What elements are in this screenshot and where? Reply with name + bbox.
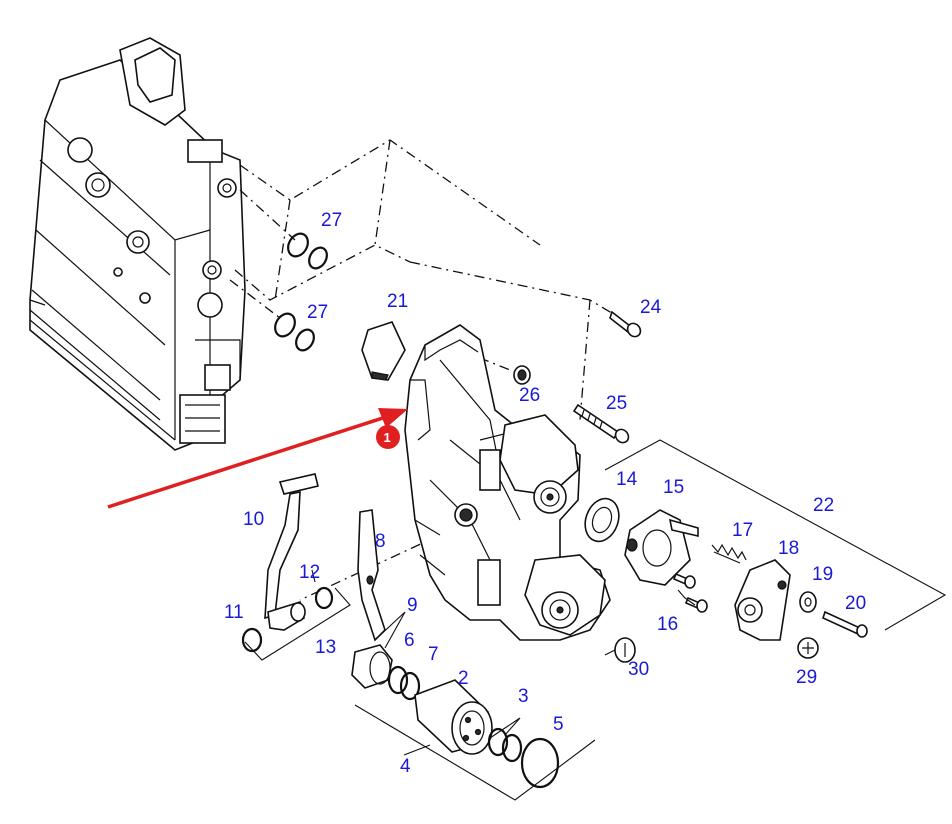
part-8-bracket [357, 509, 386, 642]
o-rings-27-upper [287, 232, 328, 270]
callout-19: 19 [812, 564, 833, 585]
red-pointer-arrow-shaft [107, 413, 393, 509]
highlight-pointer: 1 [107, 408, 408, 509]
part-20-bolt [822, 610, 868, 638]
callout-7: 7 [428, 644, 439, 665]
part-5-ring [520, 737, 560, 789]
callout-4: 4 [400, 756, 411, 777]
part-9-sleeve [351, 644, 393, 689]
part-18-lever [734, 559, 791, 641]
part-11-ring [241, 627, 263, 653]
callout-6: 6 [404, 630, 415, 651]
screw-25 [572, 403, 630, 444]
callout-29: 29 [796, 667, 817, 688]
part-15-cover [624, 509, 699, 586]
part-10-lever [264, 473, 319, 631]
callout-21: 21 [387, 291, 408, 312]
part-21-pad [361, 321, 406, 381]
callout-24: 24 [640, 297, 662, 318]
callout-2: 2 [458, 668, 469, 689]
part-29-screw-head [797, 637, 819, 659]
callout-14: 14 [616, 469, 638, 490]
callout-15: 15 [663, 477, 684, 498]
part-6-7-rings [387, 665, 421, 701]
callout-11: 11 [224, 602, 244, 623]
callout-20: 20 [845, 593, 866, 614]
callout-5: 5 [553, 714, 564, 735]
callout-30: 30 [628, 659, 649, 680]
main-housing [404, 324, 611, 641]
callout-8: 8 [375, 531, 386, 552]
callout-26: 26 [519, 385, 540, 406]
callout-labels: 2 3 4 5 6 7 8 9 10 11 12 13 14 15 16 17 … [224, 210, 866, 777]
callout-10: 10 [243, 509, 264, 530]
callout-17: 17 [732, 520, 753, 541]
part-2-piston [414, 679, 493, 755]
part-3-rings [487, 727, 523, 763]
screw-24 [609, 310, 642, 338]
o-rings-27-lower [274, 312, 315, 352]
callout-16: 16 [657, 614, 678, 635]
callout-3: 3 [518, 686, 529, 707]
part-26-seal [513, 365, 531, 385]
callout-22: 22 [813, 495, 834, 516]
part-16-screws [672, 572, 708, 613]
callout-27-lower: 27 [307, 302, 328, 323]
callout-12: 12 [299, 562, 320, 583]
part-19-washer [799, 591, 817, 613]
callout-9: 9 [407, 595, 418, 616]
valve-block [29, 37, 246, 451]
part-14-seal [584, 497, 620, 543]
badge-icon [376, 425, 400, 449]
callout-13: 13 [315, 637, 336, 658]
badge-label: 1 [384, 430, 391, 445]
part-17-spring [711, 543, 747, 564]
callout-18: 18 [778, 538, 799, 559]
callout-25: 25 [606, 393, 627, 414]
group-brackets [244, 439, 947, 801]
part-12-ring [314, 586, 334, 610]
callout-27-upper: 27 [321, 210, 342, 231]
red-pointer-arrow-icon [378, 408, 408, 428]
projection-lines [229, 139, 621, 601]
